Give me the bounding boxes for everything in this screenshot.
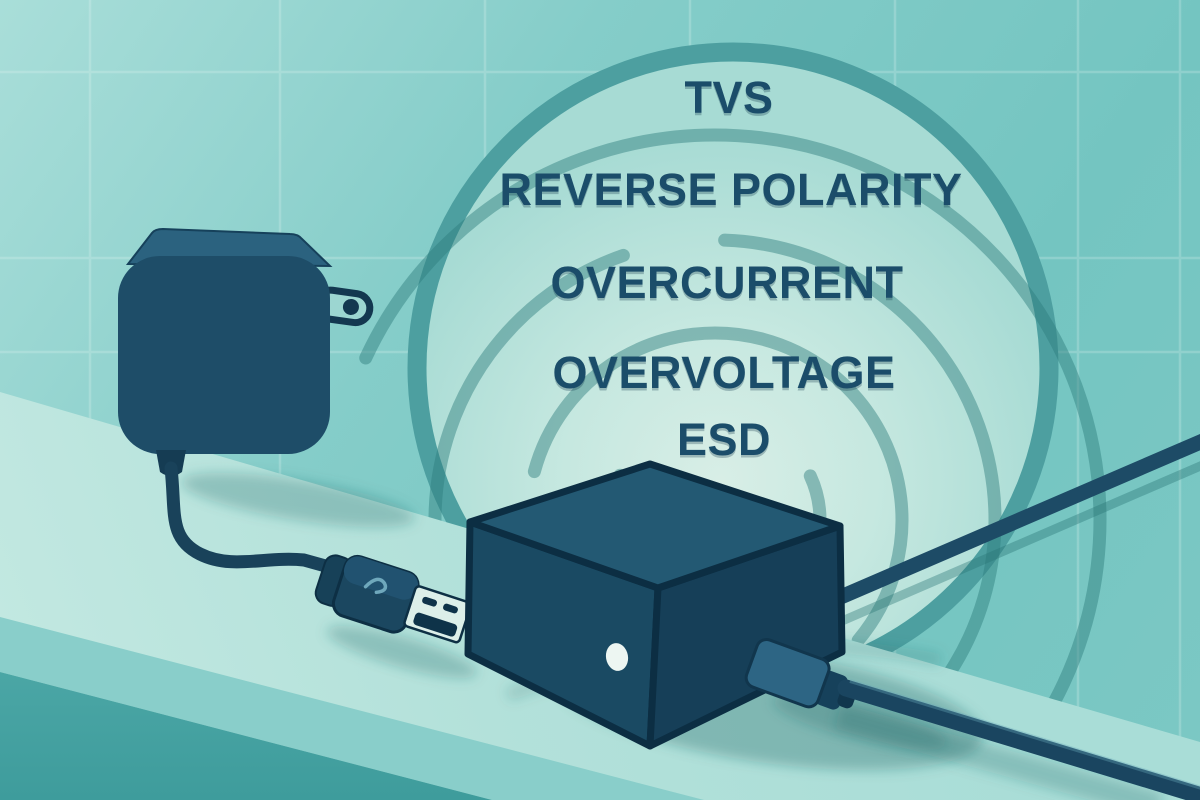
label-overvoltage: OVERVOLTAGE [552,347,896,398]
plug-body [744,637,831,709]
label-tvs: TVS [684,72,774,123]
adapter-body [118,256,330,454]
label-reverse-polarity: REVERSE POLARITY [499,164,963,215]
wall-power-adapter-illustration [118,227,374,577]
barrel-plug-illustration [744,637,858,710]
usb-logo-icon [363,577,388,595]
usb-contact-slot-left [422,596,438,607]
label-overcurrent: OVERCURRENT [550,257,904,308]
adapter-cable [164,461,347,577]
usb-port-opening [413,612,458,637]
table-edge [0,617,704,800]
usb-a-connector-illustration [314,554,472,644]
label-esd: ESD [676,414,772,465]
output-cable-lower [837,679,1200,800]
device-top-face [466,460,844,592]
output-cable-upper [798,433,1200,639]
ripple-ring-outer [323,128,1107,800]
table-front [0,672,492,800]
status-led [605,643,629,671]
usb-contact-slot-right [443,603,458,614]
usb-body-top-face [343,556,419,600]
device-box-illustration [464,460,846,750]
